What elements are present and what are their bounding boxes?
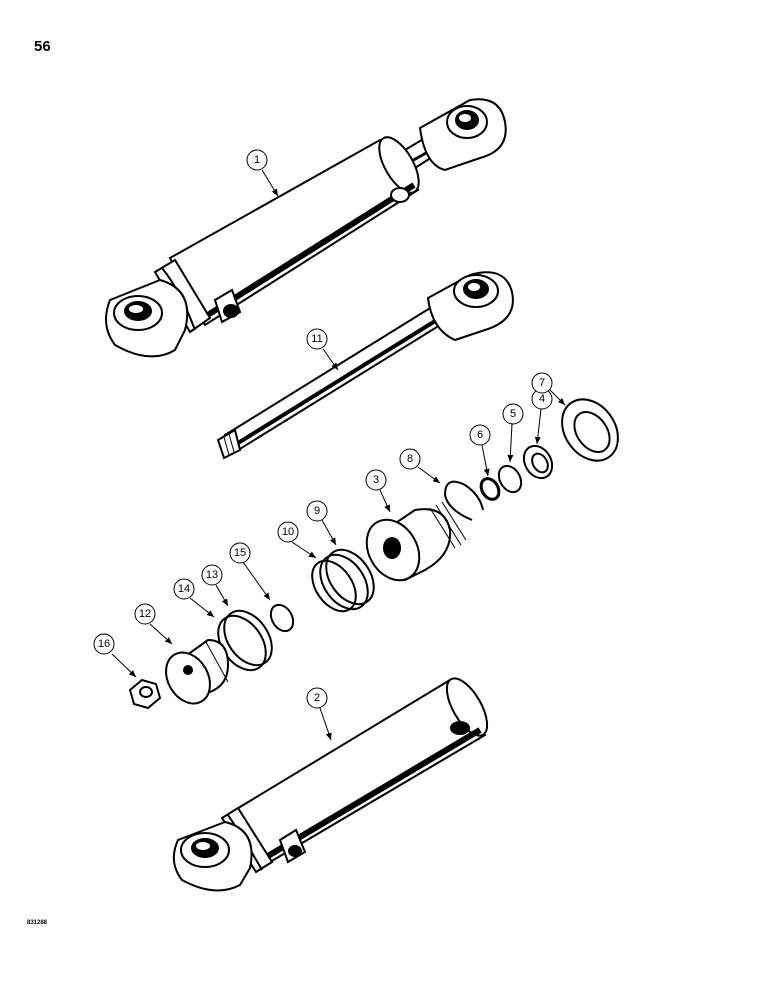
- svg-text:4: 4: [539, 393, 545, 405]
- leader-3: [379, 489, 391, 513]
- svg-text:14: 14: [178, 583, 190, 595]
- snap-ring-8: [443, 480, 484, 521]
- leader-1: [261, 169, 279, 197]
- leader-12: [149, 623, 173, 645]
- svg-text:1: 1: [254, 154, 260, 166]
- svg-text:10: 10: [282, 526, 294, 538]
- svg-text:9: 9: [314, 505, 320, 517]
- leader-9: [321, 519, 337, 546]
- leader-2: [319, 707, 332, 741]
- leader-15: [242, 561, 271, 601]
- gland-3: [365, 501, 467, 582]
- callout-7: 7: [531, 372, 553, 394]
- figure-code: 831288: [27, 920, 48, 926]
- piston-12: [165, 638, 230, 705]
- leader-lines: [111, 169, 566, 741]
- svg-text:16: 16: [98, 638, 110, 650]
- callout-5: 5: [502, 403, 524, 425]
- svg-text:15: 15: [234, 547, 246, 559]
- leader-13: [215, 584, 229, 607]
- callout-15: 15: [229, 542, 251, 564]
- page-number: 56: [34, 38, 51, 55]
- locknut-16: [128, 678, 162, 710]
- callout-13: 13: [201, 564, 223, 586]
- cylinder-barrel-2: [172, 677, 489, 892]
- svg-text:5: 5: [510, 408, 516, 420]
- svg-text:6: 6: [477, 429, 483, 441]
- callout-2: 2: [306, 687, 328, 709]
- leader-5: [507, 423, 514, 463]
- piston-rod-11: [216, 271, 514, 460]
- leader-11: [322, 348, 339, 371]
- leader-16: [111, 653, 137, 678]
- leader-10: [291, 541, 317, 559]
- o-ring-6: [479, 477, 501, 501]
- o-ring-15: [269, 603, 295, 633]
- callout-8: 8: [399, 448, 421, 470]
- callout-10: 10: [277, 521, 299, 543]
- gland-nut-7: [561, 398, 619, 462]
- svg-text:12: 12: [139, 608, 151, 620]
- callout-11: 11: [306, 328, 328, 350]
- svg-text:7: 7: [539, 377, 545, 389]
- callout-6: 6: [469, 424, 491, 446]
- leader-4: [534, 408, 542, 445]
- leader-8: [417, 466, 441, 484]
- o-ring-10: [311, 559, 357, 613]
- cylinder-assembly-1: [105, 98, 507, 358]
- leader-6: [481, 444, 490, 477]
- svg-text:13: 13: [206, 569, 218, 581]
- wiper-seal-4: [522, 444, 554, 480]
- rod-seal-5: [497, 464, 523, 494]
- callout-3: 3: [365, 469, 387, 491]
- callout-12: 12: [134, 603, 156, 625]
- svg-text:2: 2: [314, 692, 320, 704]
- callout-14: 14: [173, 578, 195, 600]
- callout-9: 9: [306, 500, 328, 522]
- leader-14: [189, 597, 215, 618]
- svg-text:3: 3: [373, 474, 379, 486]
- callout-16: 16: [93, 633, 115, 655]
- svg-text:11: 11: [311, 333, 322, 345]
- callout-1: 1: [246, 149, 268, 171]
- svg-text:8: 8: [407, 453, 413, 465]
- callouts: 1 2 3 4 5 6 7 8 9 10 11 12 13 14 15 16: [93, 149, 553, 709]
- backup-ring-9: [319, 548, 375, 611]
- leader-7: [549, 389, 566, 406]
